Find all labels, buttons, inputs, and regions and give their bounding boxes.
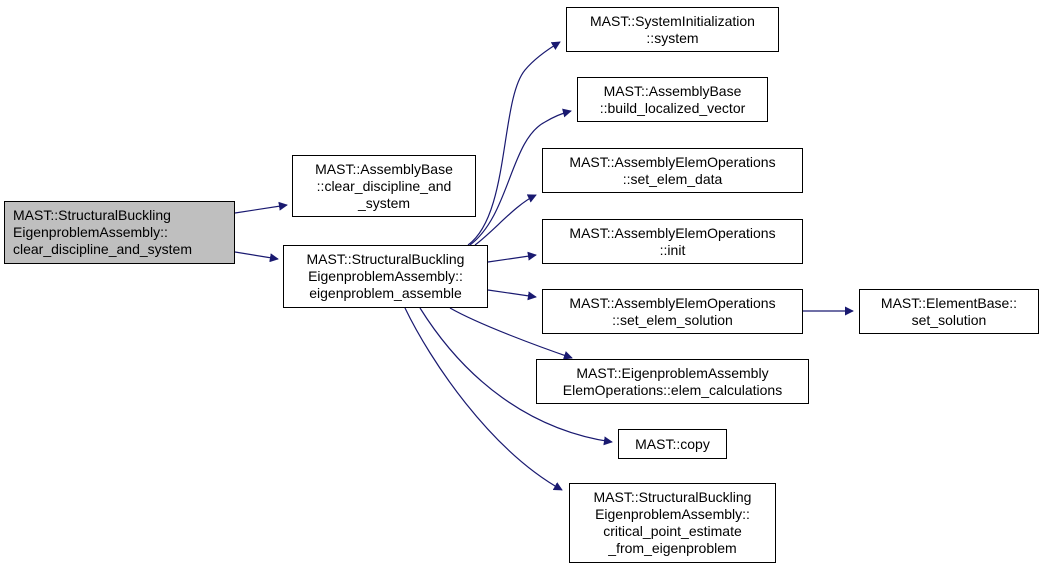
node-label-line: ::set_elem_solution [612,311,733,328]
node-label-line: set_solution [911,311,987,328]
node-label-line: ::build_localized_vector [599,99,746,116]
edge-eigenproblem_assemble-to-elem_calculations [449,307,573,360]
node-label-line: _from_eigenproblem [608,540,737,556]
edge-eigenproblem_assemble-to-set_elem_data [474,194,537,246]
node-label-line: EigenproblemAssembly:: [595,506,750,522]
node-label-line: MAST::AssemblyBase [603,82,742,99]
node-label-line: MAST::StructuralBuckling [306,251,465,267]
node-eigenproblem-assemble[interactable]: MAST::StructuralBuckling EigenproblemAss… [283,245,488,308]
node-label-line: ::system [646,29,699,46]
node-build-localized-vector[interactable]: MAST::AssemblyBase ::build_localized_vec… [577,77,768,122]
node-critical-point-estimate[interactable]: MAST::StructuralBuckling EigenproblemAss… [569,483,776,563]
edge-root-to-clear_discipline [234,201,288,214]
node-init[interactable]: MAST::AssemblyElemOperations ::init [542,219,803,264]
node-label-line: MAST::StructuralBuckling [13,207,171,223]
node-system[interactable]: MAST::SystemInitialization ::system [566,7,779,52]
node-label-line: EigenproblemAssembly:: [13,224,168,240]
node-copy[interactable]: MAST::copy [618,429,727,459]
node-set-solution[interactable]: MAST::ElementBase:: set_solution [859,289,1039,334]
node-label-line: ElemOperations::elem_calculations [562,381,783,398]
node-label-line: ::init [659,241,686,258]
node-label-line: MAST::AssemblyElemOperations [569,224,776,241]
node-label-line: MAST::EigenproblemAssembly [576,364,769,381]
node-label-line: _system [357,194,411,211]
node-label-line: MAST::AssemblyElemOperations [569,294,776,311]
edge-eigenproblem_assemble-to-copy [419,307,613,446]
edge-eigenproblem_assemble-to-init [487,251,537,263]
node-label-line: ::clear_discipline_and [316,177,452,194]
node-label-line: ::set_elem_data [622,170,723,187]
node-label-line: MAST::copy [635,435,710,452]
node-label-line: clear_discipline_and_system [13,241,192,257]
node-label-line: critical_point_estimate [603,523,742,539]
node-label-line: EigenproblemAssembly:: [308,268,463,284]
node-set-elem-data[interactable]: MAST::AssemblyElemOperations ::set_elem_… [542,148,803,193]
node-label-line: MAST::AssemblyElemOperations [569,153,776,170]
edge-root-to-eigenproblem_assemble [234,251,279,263]
edge-eigenproblem_assemble-to-set_elem_solution [487,289,537,301]
node-label-line: MAST::StructuralBuckling [593,489,752,505]
node-assemblybase-clear-discipline-and-system[interactable]: MAST::AssemblyBase ::clear_discipline_an… [292,155,476,217]
node-label-line: MAST::ElementBase:: [880,294,1018,311]
node-label-line: eigenproblem_assemble [309,285,462,301]
node-root-clear-discipline-and-system[interactable]: MAST::StructuralBuckling EigenproblemAss… [4,201,235,264]
node-label-line: MAST::AssemblyBase [315,160,453,177]
node-elem-calculations[interactable]: MAST::EigenproblemAssembly ElemOperation… [536,359,809,404]
edge-eigenproblem_assemble-to-system [467,41,561,246]
node-label-line: MAST::SystemInitialization [590,12,755,29]
node-set-elem-solution[interactable]: MAST::AssemblyElemOperations ::set_elem_… [542,289,803,334]
edge-eigenproblem_assemble-to-critical_point [404,307,563,491]
edge-eigenproblem_assemble-to-build_localized_vector [469,108,572,246]
